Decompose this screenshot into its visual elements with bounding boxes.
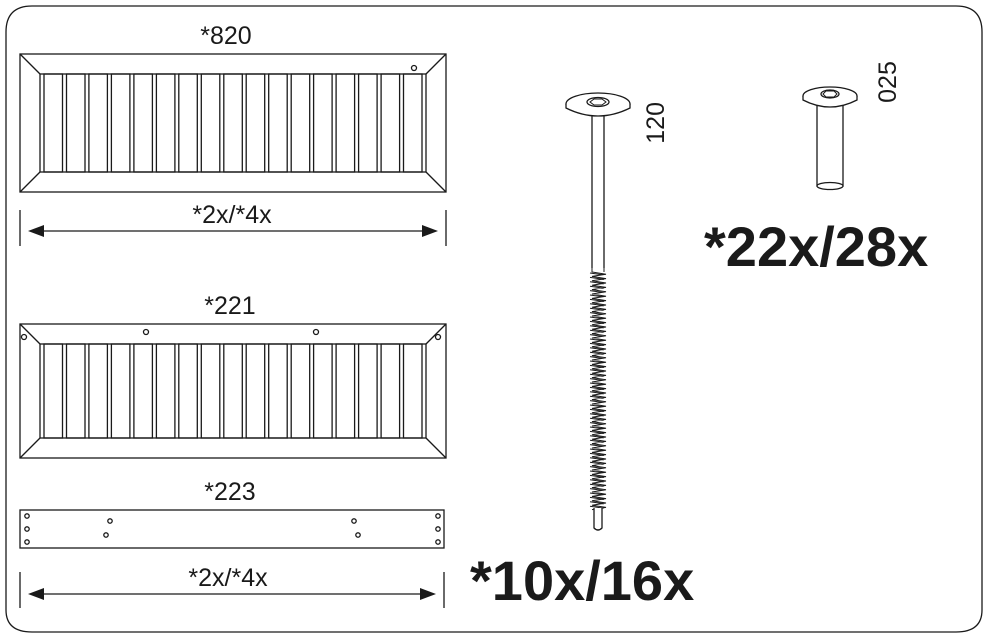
short-bolt [802,86,858,191]
long-bolt-thread [589,268,607,511]
slat [155,343,176,439]
short-bolt-length: 025 [874,61,902,103]
strip-hole [355,532,361,538]
strip-quantity: *2x/*4x [188,564,268,592]
strip-hole [435,526,441,532]
slat [312,73,333,173]
strip-hole [24,539,30,545]
strip-code: *223 [204,478,255,506]
slat [178,73,198,173]
slat [380,343,401,439]
strip-hole [24,513,30,519]
panel-b-hole [20,333,28,341]
slat [110,343,131,439]
slat [223,343,243,439]
long-bolt-quantity: *10x/16x [470,549,694,612]
slat [88,343,109,439]
panel-b-code: *221 [204,292,255,320]
panel-b-hole [142,328,150,336]
slat [178,343,198,439]
slat [133,343,154,439]
strip-hole [435,513,441,519]
slat [65,73,86,173]
slat [402,343,423,439]
strip-hole [435,539,441,545]
strip [19,509,445,549]
panel-b-slats [43,343,423,439]
slat [200,73,221,173]
slat [88,73,109,173]
panel-a-dimension-line [19,210,447,246]
strip-dimension-line [19,572,445,608]
strip-hole [103,532,109,538]
panel-a [19,53,447,193]
long-bolt [565,92,631,531]
slat [268,343,288,439]
slat [402,73,423,173]
slat [357,73,378,173]
slat [245,73,266,173]
panel-a-hole [410,64,418,72]
slat [65,343,86,439]
slat [110,73,131,173]
diagram-frame [5,5,983,633]
panel-b-hole [312,328,320,336]
long-bolt-length: 120 [642,102,670,144]
panel-b [19,323,447,459]
slat [245,343,266,439]
slat [357,343,378,439]
slat [43,343,64,439]
slat [380,73,401,173]
slat [268,73,288,173]
short-bolt-quantity: *22x/28x [704,215,928,278]
slat [335,73,356,173]
strip-hole [24,526,30,532]
strip-hole [107,518,113,524]
slat [290,343,311,439]
strip-hole [351,518,357,524]
slat [155,73,176,173]
slat [290,73,311,173]
slat [223,73,243,173]
slat [43,73,64,173]
short-bolt-shank [816,101,844,187]
panel-a-code: *820 [200,22,251,50]
slat [335,343,356,439]
slat [133,73,154,173]
panel-a-quantity: *2x/*4x [192,201,272,229]
slat [200,343,221,439]
slat [312,343,333,439]
panel-a-slats [43,73,423,173]
panel-b-hole [434,333,442,341]
